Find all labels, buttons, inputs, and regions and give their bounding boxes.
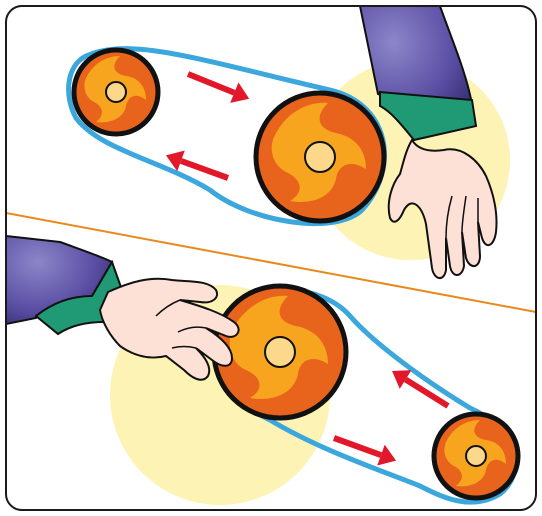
bottom-arrow-up-left [392,370,450,409]
panels [6,6,536,505]
top-belt [66,46,387,227]
bottom-belt [212,287,518,505]
frame [5,5,537,511]
bottom-panel [6,234,521,505]
bottom-small-pulley [431,411,521,501]
top-panel [66,6,498,279]
top-small-pulley [71,47,161,137]
bottom-hand-icon [98,277,240,381]
top-arrow-right [186,71,250,103]
top-hand-icon [387,138,498,279]
top-arrow-left [165,150,230,181]
panel-divider [6,212,536,313]
bottom-large-pulley [211,283,349,421]
bottom-arrow-down-right [332,435,397,466]
top-cuff [379,90,478,142]
top-large-pulley [253,90,387,224]
